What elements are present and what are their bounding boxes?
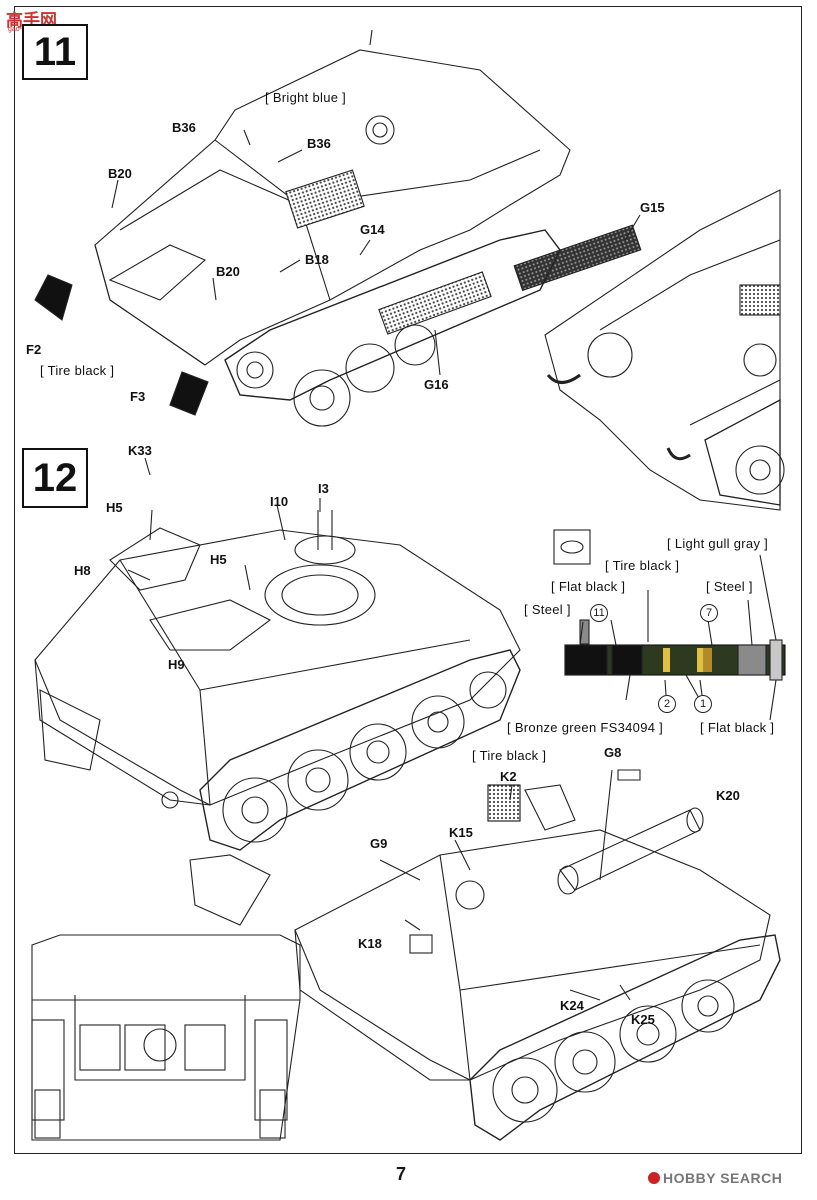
part-label-g15: G15 [640,200,665,215]
part-label-k2: K2 [500,769,517,784]
step12b-roadwheel [492,1057,558,1123]
part-label-b36: B36 [307,136,331,151]
step12-hatch [109,527,201,591]
gun-barrel-k20 [559,809,701,891]
color-callout-tire-black: [ Tire black ] [605,558,680,573]
color-callout-bronze-green: [ Bronze green FS34094 ] [507,720,664,735]
part-label-k24: K24 [560,998,584,1013]
step11-mudflap-f2 [34,274,73,321]
part-label-b20: B20 [108,166,132,181]
step12b-track [469,934,781,1141]
circled-number-7: 7 [700,604,718,622]
part-label-k15: K15 [449,825,473,840]
step11-side-grille-g16 [378,271,492,335]
color-callout-steel: [ Steel ] [524,602,571,617]
hobby-search-text: HOBBY SEARCH [663,1170,783,1186]
part-label-i3: I3 [318,481,329,496]
circled-number-1: 1 [694,695,712,713]
part-label-b36: B36 [172,120,196,135]
part-label-b20: B20 [216,264,240,279]
color-callout-bright-blue: [ Bright blue ] [265,90,347,105]
color-callout-flat-black: [ Flat black ] [700,720,775,735]
step11-arrow-a [546,373,581,384]
step11-hull-outline [94,49,571,366]
rear-view-hull [31,934,301,1141]
part-label-k20: K20 [716,788,740,803]
part-label-k18: K18 [358,936,382,951]
part-label-g16: G16 [424,377,449,392]
color-callout-steel: [ Steel ] [706,579,753,594]
part-label-g8: G8 [604,745,622,760]
part-label-f2: F2 [26,342,42,357]
color-callout-light-gull-gray: [ Light gull gray ] [667,536,769,551]
step11-engine-grille [285,169,365,229]
step11-track [224,229,561,401]
color-callout-flat-black: [ Flat black ] [551,579,626,594]
color-callout-tire-black: [ Tire black ] [472,748,547,763]
circled-number-11: 11 [590,604,608,622]
part-label-i10: I10 [270,494,289,509]
part-label-g14: G14 [360,222,385,237]
step11-inset-hull [544,189,781,511]
step-number-12: 12 [22,448,88,508]
part-label-h9: H9 [168,657,185,672]
step11-arrow-b [666,447,691,461]
step12-hull-outline [34,529,521,806]
part-label-b18: B18 [305,252,329,267]
step12b-hull-outline [294,829,771,1081]
part-label-f3: F3 [130,389,146,404]
part-label-k25: K25 [631,1012,655,1027]
step11-roadwheel [293,369,351,427]
page-number: 7 [396,1164,407,1184]
step12-track [199,649,521,851]
page-frame [14,6,802,1154]
circled-number-2: 2 [658,695,676,713]
part-label-h8: H8 [74,563,91,578]
step-number-11: 11 [22,24,88,80]
step11-mudflap-f3 [169,371,209,416]
part-label-k33: K33 [128,443,152,458]
step12-roadwheel [222,777,288,843]
step11-grille-g15 [513,224,642,292]
hobby-search-logo-icon [648,1172,660,1184]
part-label-g9: G9 [370,836,388,851]
hobby-search-watermark: HOBBY SEARCH [648,1170,782,1186]
color-callout-tire-black: [ Tire black ] [40,363,115,378]
part-label-h5: H5 [106,500,123,515]
part-label-h5: H5 [210,552,227,567]
